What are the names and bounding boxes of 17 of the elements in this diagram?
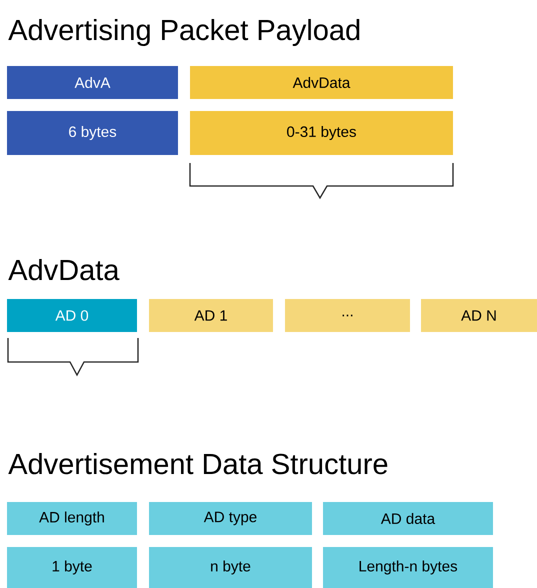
field-box: 6 bytes bbox=[7, 111, 178, 155]
field-box: Length-n bytes bbox=[323, 547, 493, 588]
field-box: 0-31 bytes bbox=[190, 111, 453, 155]
field-box: AD length bbox=[7, 502, 137, 535]
heading: AdvData bbox=[8, 258, 120, 280]
field-box: AD data bbox=[323, 502, 493, 535]
field-box: AdvData bbox=[190, 66, 453, 99]
field-box: AD type bbox=[149, 502, 312, 535]
field-box: AD N bbox=[421, 299, 537, 332]
heading: Advertisement Data Structure bbox=[8, 452, 388, 474]
field-box: AD 0 bbox=[7, 299, 137, 332]
field-box: AD 1 bbox=[149, 299, 273, 332]
field-box: n byte bbox=[149, 547, 312, 588]
field-box: 1 byte bbox=[7, 547, 137, 588]
field-box: ... bbox=[285, 299, 410, 332]
heading: Advertising Packet Payload bbox=[8, 19, 360, 46]
field-box: AdvA bbox=[7, 66, 178, 99]
